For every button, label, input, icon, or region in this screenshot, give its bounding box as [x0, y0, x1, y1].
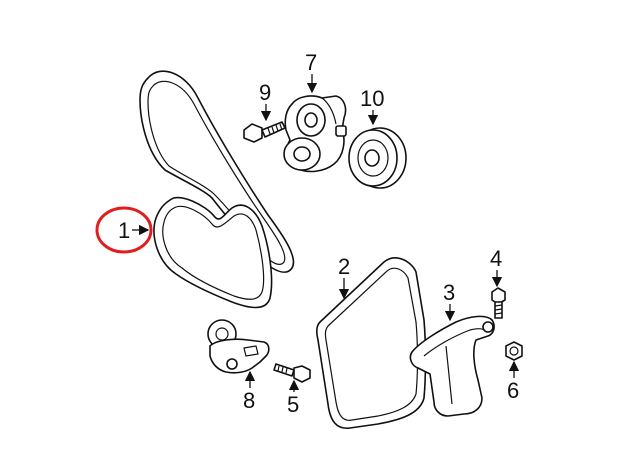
callout-3: 3 — [443, 280, 455, 322]
belt-part-2[interactable] — [315, 257, 427, 429]
bolt-part-5[interactable] — [273, 363, 311, 383]
callout-label-2: 2 — [338, 254, 350, 279]
bolt-part-9[interactable] — [243, 121, 286, 143]
callout-label-8: 8 — [243, 388, 255, 413]
callout-8: 8 — [243, 370, 255, 413]
callout-2: 2 — [338, 254, 350, 300]
callout-label-7: 7 — [305, 50, 317, 75]
bolt-part-4[interactable] — [491, 287, 506, 319]
callout-label-10: 10 — [360, 86, 384, 111]
callout-label-4: 4 — [490, 246, 502, 271]
callout-label-3: 3 — [443, 280, 455, 305]
red-highlight-circle — [95, 206, 153, 254]
callout-label-5: 5 — [287, 392, 299, 417]
callout-7: 7 — [305, 50, 317, 94]
belt-tensioner-part-7[interactable] — [283, 95, 347, 173]
belt-shield-part-3[interactable] — [409, 315, 495, 417]
callout-label-9: 9 — [259, 80, 271, 105]
tensioner-bracket-part-8[interactable] — [207, 319, 270, 374]
callout-9: 9 — [259, 80, 271, 122]
callout-label-1: 1 — [118, 218, 130, 243]
callout-5: 5 — [287, 379, 299, 417]
callout-6: 6 — [507, 360, 519, 403]
callout-1: 1 — [118, 218, 150, 243]
drive-belt-part-1[interactable] — [139, 70, 295, 309]
nut-part-6[interactable] — [505, 341, 523, 361]
callout-4: 4 — [490, 246, 502, 288]
idler-pulley-part-10[interactable] — [348, 127, 407, 189]
callout-label-6: 6 — [507, 378, 519, 403]
callout-10: 10 — [360, 86, 384, 126]
